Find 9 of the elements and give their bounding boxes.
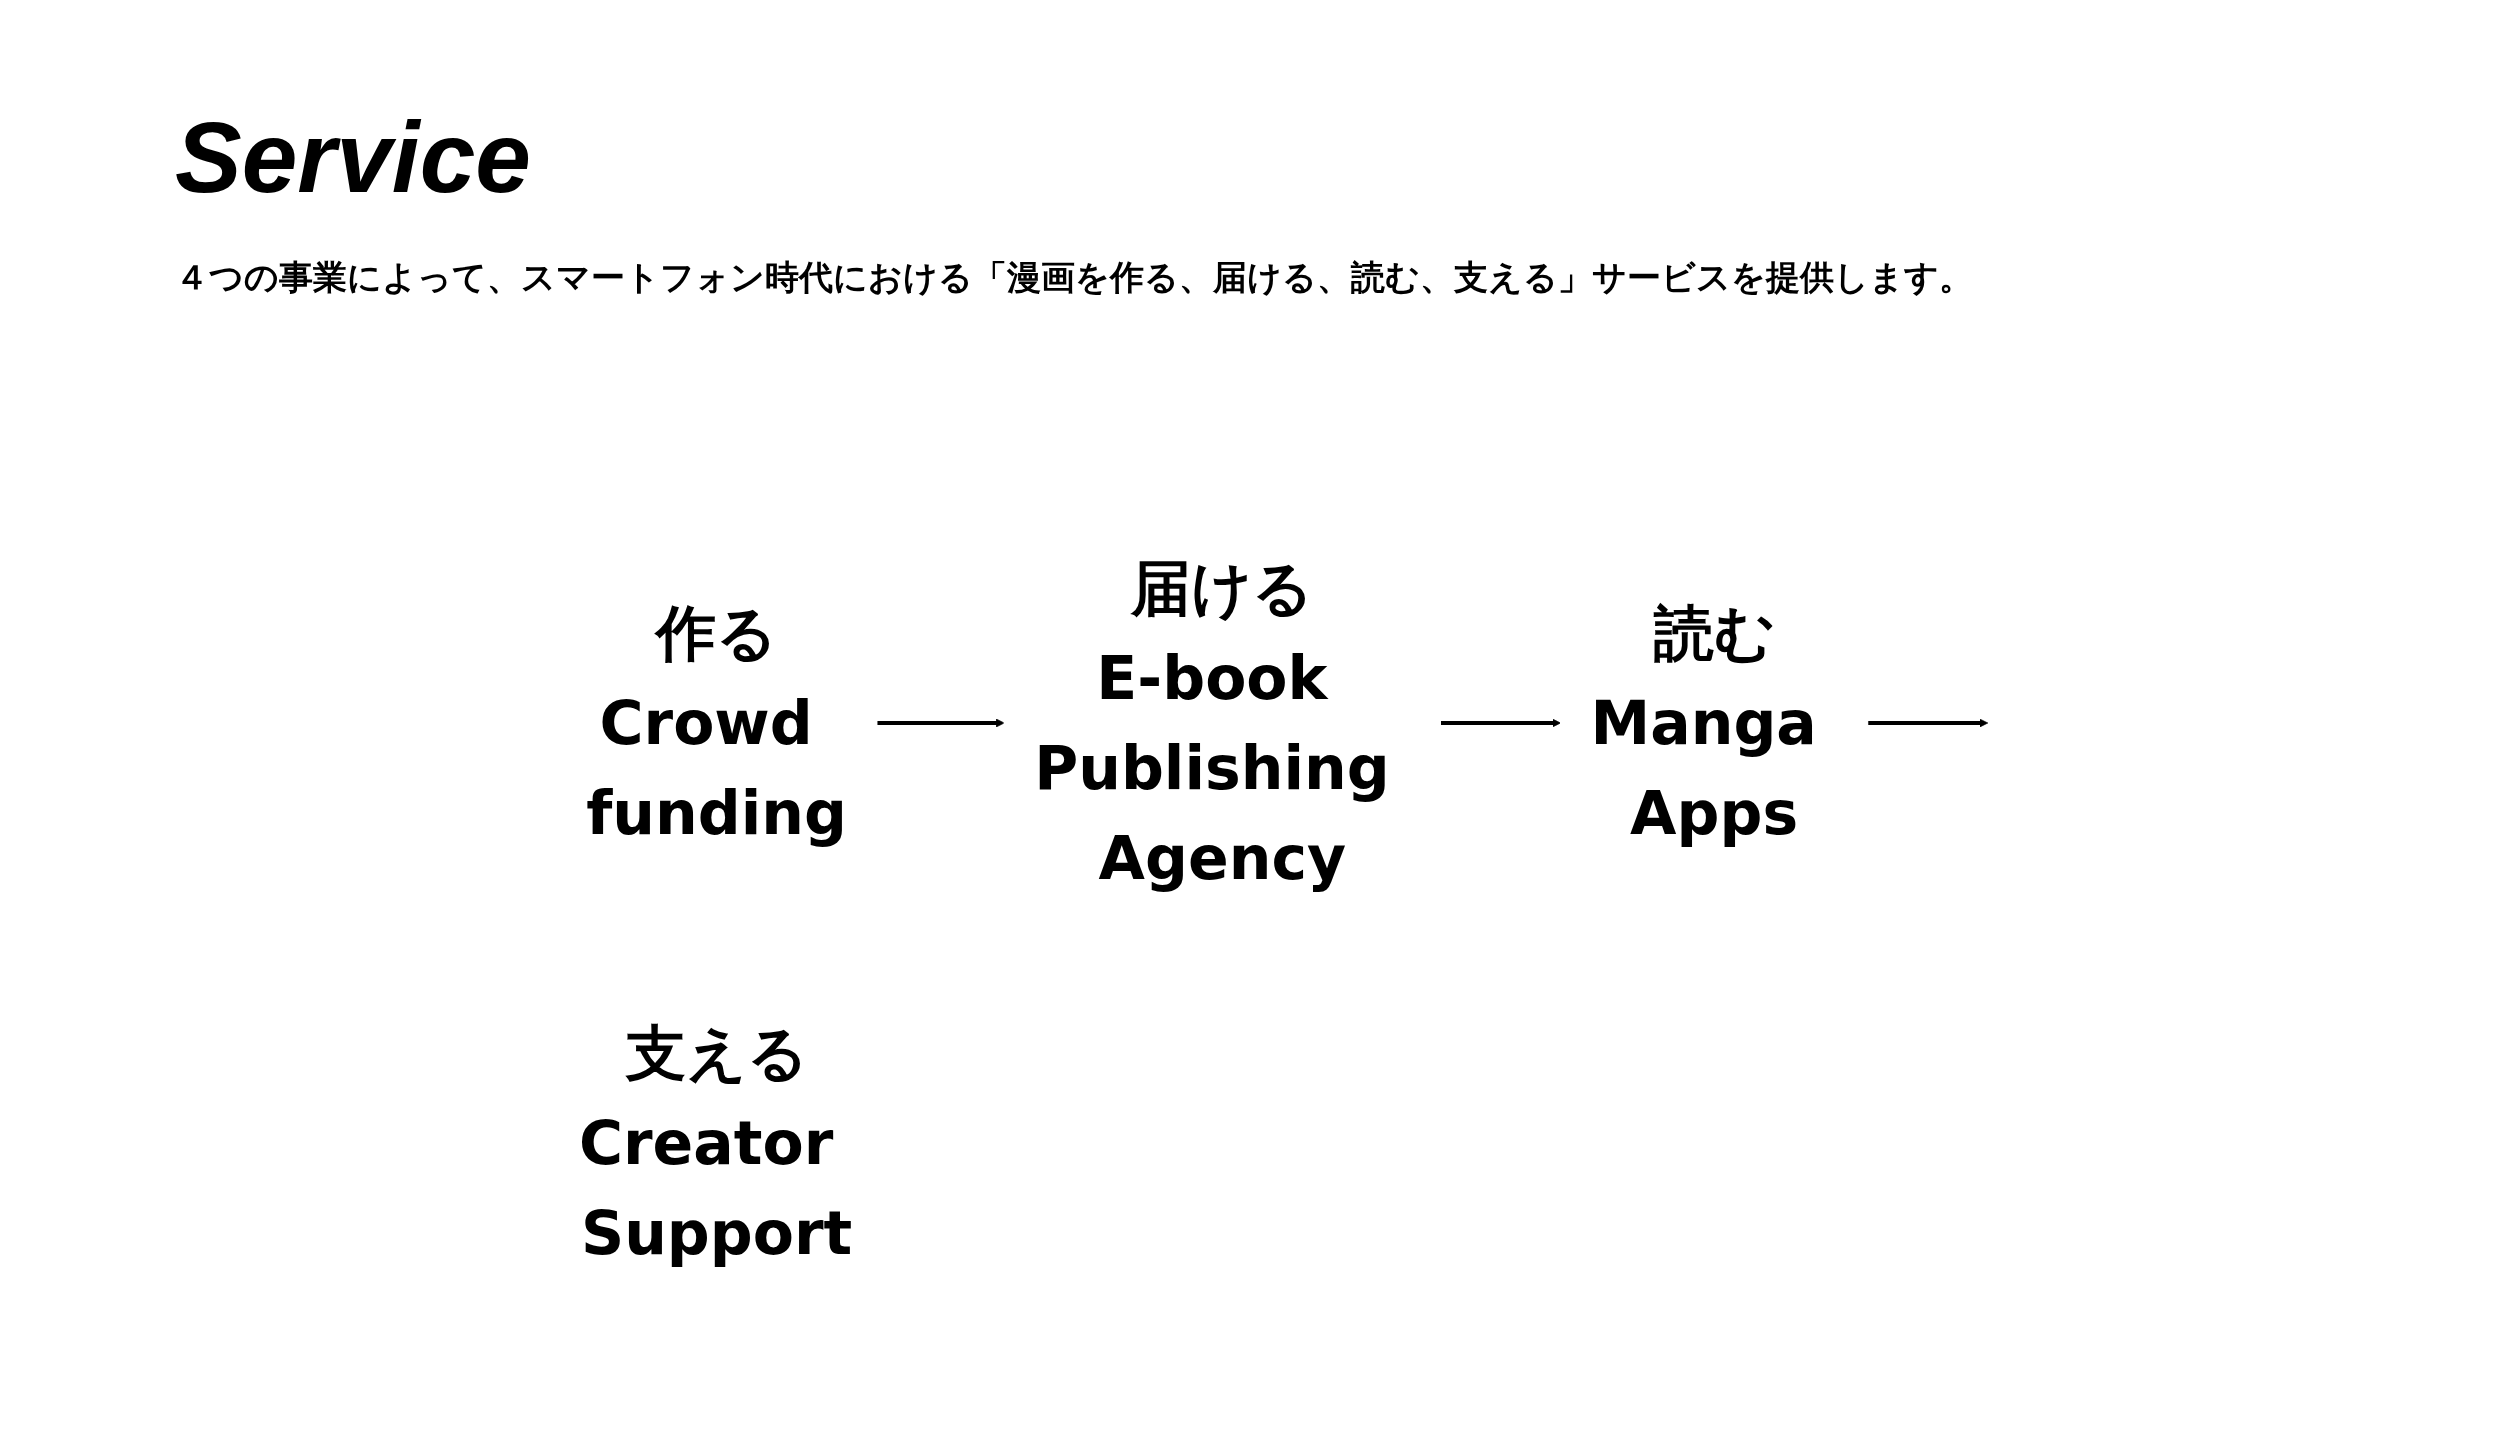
- node-text: 読む Manga Apps: [1590, 598, 1817, 848]
- node-text: 届ける E-book Publishing Agency: [1033, 553, 1390, 893]
- node-text: 支える Creator Support: [578, 1018, 852, 1268]
- page-title: Service: [175, 100, 532, 215]
- arrow: [876, 718, 1005, 728]
- arrow: [1440, 718, 1561, 728]
- intro-text: ４つの事業によって、スマートフォン時代における「漫画を作る、届ける、読む、支える」サービスを提供します。: [175, 256, 1973, 299]
- node-text: 作る Crowd funding: [585, 598, 847, 848]
- arrow: [1867, 718, 1988, 728]
